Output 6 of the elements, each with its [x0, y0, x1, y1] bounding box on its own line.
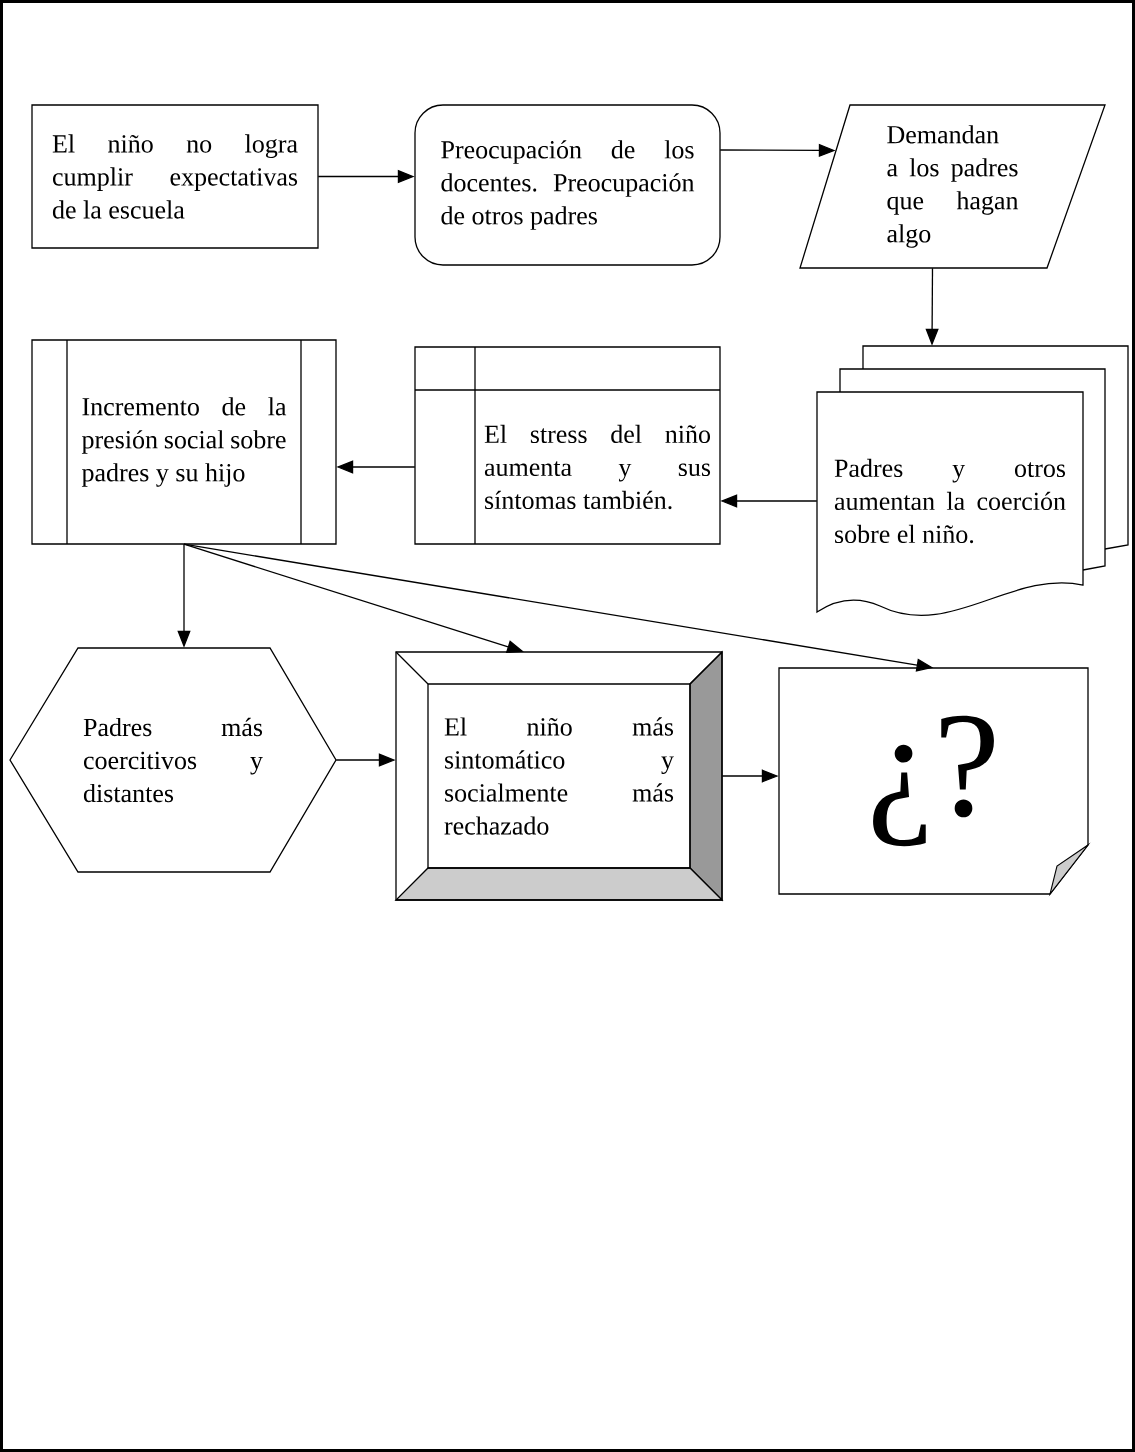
predefined-process-box: Incremento de la presión social sobre padres y su hijo — [31, 339, 337, 545]
rounded-box: Preocupación de los docentes. Preocupación de otros padres — [414, 104, 721, 266]
process-box: El niño no logra cumplir expectativas de la escuela — [31, 104, 319, 249]
parallelogram-box: Demandan a los padres que hagan algo — [799, 104, 1106, 269]
table-box: El stress del niño aumenta y sus síntomas también. — [414, 346, 721, 545]
hexagon-box: Padres más coercitivos y distantes — [9, 647, 337, 873]
